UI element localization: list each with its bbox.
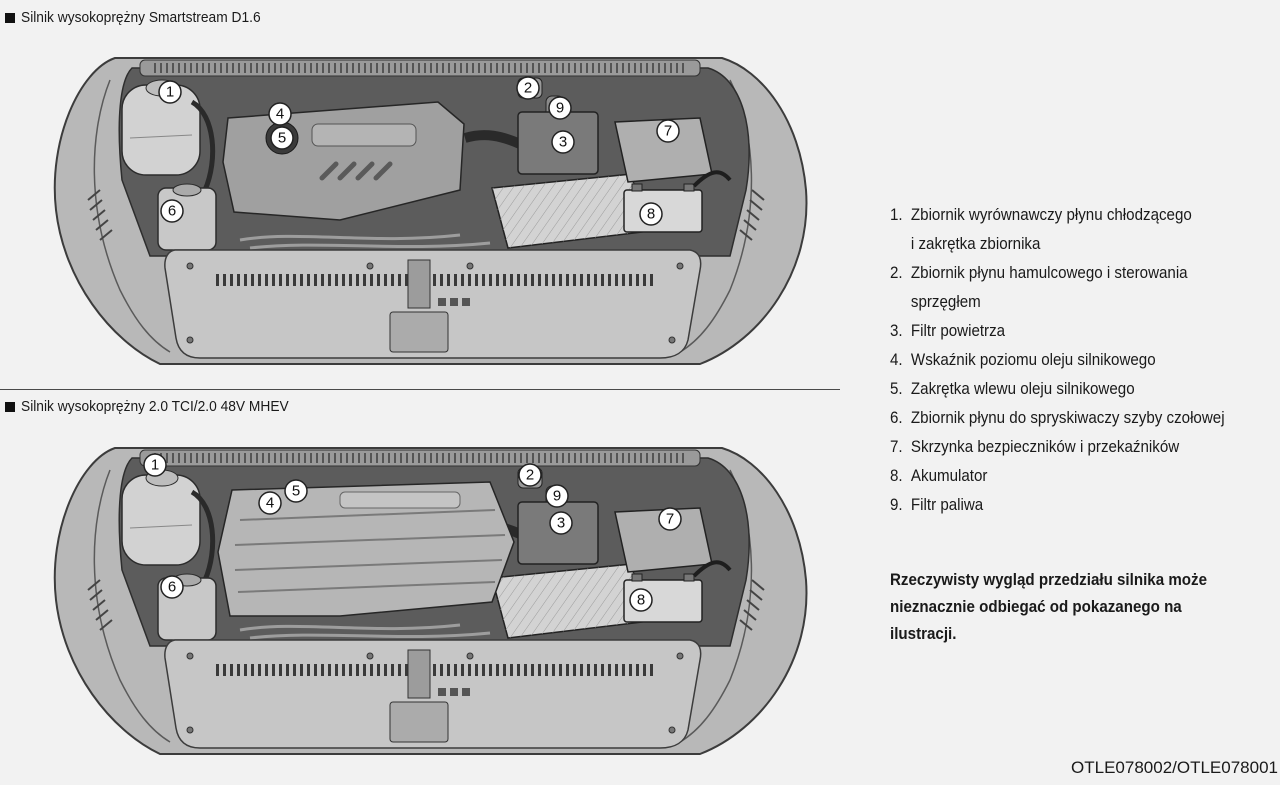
legend-text: Zbiornik płynu do spryskiwaczy szyby czo… [911, 403, 1225, 432]
legend-text: Skrzynka bezpieczników i przekaźników [911, 432, 1179, 461]
svg-text:4: 4 [276, 106, 284, 123]
legend-item-6: 6. Zbiornik płynu do spryskiwaczy szyby … [890, 403, 1273, 432]
legend-item-1: 1. Zbiornik wyrównawczy płynu chłodząceg… [890, 200, 1273, 258]
legend-text: Zbiornik płynu hamulcowego i sterowania … [911, 258, 1188, 316]
callout-1: 1 [143, 453, 167, 477]
svg-text:2: 2 [526, 467, 534, 484]
legend-number: 9. [890, 495, 903, 514]
section-label-text: Silnik wysokoprężny Smartstream D1.6 [21, 10, 261, 26]
legend-number: 3. [890, 321, 903, 340]
disclaimer-note: Rzeczywisty wygląd przedziału silnika mo… [890, 566, 1273, 647]
note-line: ilustracji. [890, 624, 957, 643]
callout-9: 9 [545, 484, 569, 508]
legend-number: 6. [890, 408, 903, 427]
section-divider [0, 389, 840, 390]
legend-item-3: 3. Filtr powietrza [890, 316, 1273, 345]
legend-number: 7. [890, 437, 903, 456]
callout-4: 4 [258, 491, 282, 515]
section-label-smartstream: Silnik wysokoprężny Smartstream D1.6 [5, 8, 273, 28]
engine-diagram-tci: 1 2 9 4 5 3 7 6 8 [40, 430, 840, 770]
svg-text:4: 4 [266, 495, 274, 512]
callout-2: 2 [518, 463, 542, 487]
svg-text:5: 5 [292, 483, 300, 500]
legend-text: Akumulator [911, 461, 988, 490]
legend-number: 1. [890, 205, 903, 224]
svg-text:3: 3 [557, 515, 565, 532]
legend-line: Filtr powietrza [910, 321, 1006, 340]
legend-number: 8. [890, 466, 903, 485]
note-line: Rzeczywisty wygląd przedziału silnika mo… [890, 570, 1207, 589]
legend-line: Zbiornik wyrównawczy płynu chłodzącego [910, 205, 1192, 224]
legend-text: Filtr powietrza [911, 316, 1005, 345]
engine-cover-tci [217, 481, 515, 617]
callout-7: 7 [658, 507, 682, 531]
legend-number: 4. [890, 350, 903, 369]
legend-line: Wskaźnik poziomu oleju silnikowego [910, 350, 1156, 369]
section-label-text: Silnik wysokoprężny 2.0 TCI/2.0 48V MHEV [21, 399, 289, 415]
callout-3: 3 [549, 511, 573, 535]
legend-item-8: 8. Akumulator [890, 461, 1273, 490]
callout-5: 5 [270, 126, 294, 150]
legend-item-2: 2. Zbiornik płynu hamulcowego i sterowan… [890, 258, 1273, 316]
callout-6: 6 [160, 575, 184, 599]
callout-3: 3 [551, 130, 575, 154]
legend-text: Filtr paliwa [911, 490, 983, 519]
callout-4: 4 [268, 102, 292, 126]
legend-item-4: 4. Wskaźnik poziomu oleju silnikowego [890, 345, 1273, 374]
legend-line: Akumulator [910, 466, 988, 485]
svg-text:9: 9 [556, 100, 564, 117]
legend-item-9: 9. Filtr paliwa [890, 490, 1273, 519]
legend-line: Zbiornik płynu do spryskiwaczy szyby czo… [910, 408, 1225, 427]
svg-text:7: 7 [666, 511, 674, 528]
figure-code: OTLE078002/OTLE078001 [1071, 758, 1278, 777]
legend-text: Zakrętka wlewu oleju silnikowego [911, 374, 1135, 403]
legend-item-7: 7. Skrzynka bezpieczników i przekaźników [890, 432, 1273, 461]
svg-text:1: 1 [151, 457, 159, 474]
svg-text:5: 5 [278, 130, 286, 147]
svg-text:3: 3 [559, 134, 567, 151]
callout-8: 8 [639, 202, 663, 226]
legend-text: Wskaźnik poziomu oleju silnikowego [911, 345, 1156, 374]
legend-line: Skrzynka bezpieczników i przekaźników [910, 437, 1180, 456]
callout-2: 2 [516, 76, 540, 100]
legend-line: Zbiornik płynu hamulcowego i sterowania [910, 263, 1188, 282]
legend-line: Filtr paliwa [910, 495, 984, 514]
callout-8: 8 [629, 588, 653, 612]
legend-line: sprzęgłem [910, 292, 981, 311]
svg-text:8: 8 [647, 206, 655, 223]
legend-number: 2. [890, 263, 903, 282]
engine-diagram-smartstream: 1 2 9 4 5 3 7 6 8 [40, 40, 840, 380]
callout-1: 1 [158, 80, 182, 104]
svg-text:2: 2 [524, 80, 532, 97]
legend-line: Zakrętka wlewu oleju silnikowego [910, 379, 1135, 398]
callout-7: 7 [656, 119, 680, 143]
section-label-tci: Silnik wysokoprężny 2.0 TCI/2.0 48V MHEV [5, 397, 303, 417]
legend-number: 5. [890, 379, 903, 398]
callout-9: 9 [548, 96, 572, 120]
svg-text:6: 6 [168, 203, 176, 220]
svg-text:7: 7 [664, 123, 672, 140]
legend-list: 1. Zbiornik wyrównawczy płynu chłodząceg… [890, 200, 1273, 519]
square-bullet-icon [5, 13, 15, 23]
callout-6: 6 [160, 199, 184, 223]
svg-text:1: 1 [166, 84, 174, 101]
svg-text:6: 6 [168, 579, 176, 596]
legend-line: i zakrętka zbiornika [910, 234, 1041, 253]
note-line: nieznacznie odbiegać od pokazanego na [890, 597, 1182, 616]
legend-text: Zbiornik wyrównawczy płynu chłodzącego i… [911, 200, 1192, 258]
callout-5: 5 [284, 479, 308, 503]
svg-text:9: 9 [553, 488, 561, 505]
svg-text:8: 8 [637, 592, 645, 609]
square-bullet-icon [5, 402, 15, 412]
legend-item-5: 5. Zakrętka wlewu oleju silnikowego [890, 374, 1273, 403]
